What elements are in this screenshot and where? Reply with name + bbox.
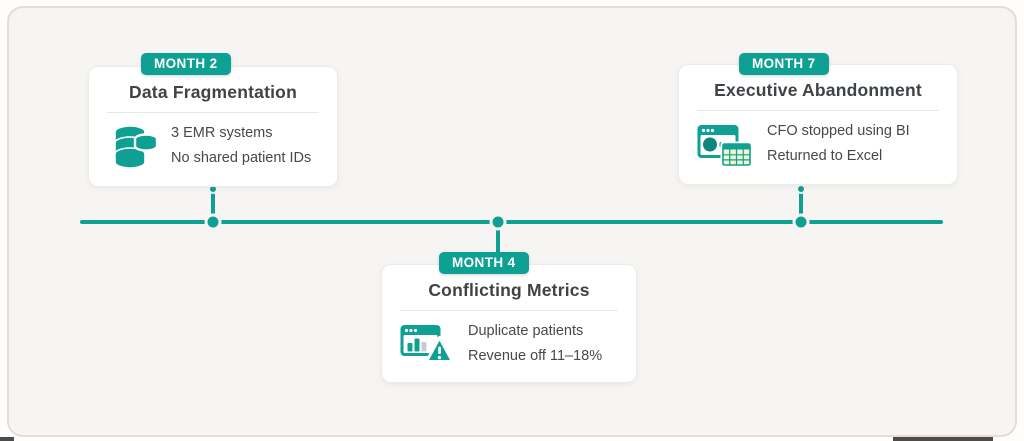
card-anchor-dot-month7 <box>796 184 806 194</box>
detail-line: No shared patient IDs <box>171 150 312 166</box>
detail-line: CFO stopped using BI <box>767 123 910 139</box>
card-details: 3 EMR systems No shared patient IDs <box>171 121 311 171</box>
detail-line: Revenue off 11–18% <box>468 348 603 364</box>
card-divider <box>107 112 319 113</box>
event-card-month2: MONTH 2 Data Fragmentation 3 EMR systems… <box>88 53 338 187</box>
dashboard-spreadsheet-icon <box>697 124 752 167</box>
card-title: Executive Abandonment <box>714 80 922 100</box>
timeline-axis <box>80 220 943 224</box>
event-card-month7: MONTH 7 Executive Abandonment CFO stoppe… <box>678 53 958 185</box>
month-badge: MONTH 2 <box>141 53 231 75</box>
card-divider <box>697 110 939 111</box>
card-title: Data Fragmentation <box>129 82 297 102</box>
bottom-edge-sliver-left <box>0 437 14 441</box>
month-badge: MONTH 7 <box>739 53 829 75</box>
timeline-node-dot-month4 <box>489 213 507 231</box>
month-badge: MONTH 4 <box>439 252 529 274</box>
event-card-month4: MONTH 4 Conflicting Metrics Duplicate pa… <box>381 252 637 383</box>
timeline-node-dot-month2 <box>204 213 222 231</box>
detail-line: 3 EMR systems <box>171 125 273 141</box>
database-stack-icon <box>114 124 157 169</box>
card-details: CFO stopped using BI Returned to Excel <box>767 119 910 169</box>
connector-line-month7 <box>799 188 803 222</box>
card-details: Duplicate patients Revenue off 11–18% <box>468 319 602 369</box>
bottom-edge-sliver-right <box>893 437 993 441</box>
connector-line-month2 <box>211 188 215 222</box>
card-divider <box>400 310 618 311</box>
card-title: Conflicting Metrics <box>428 280 590 300</box>
timeline-node-dot-month7 <box>792 213 810 231</box>
connector-line-month4 <box>496 222 500 256</box>
detail-line: Duplicate patients <box>468 323 584 339</box>
chart-warning-icon <box>400 325 454 363</box>
detail-line: Returned to Excel <box>767 148 883 164</box>
